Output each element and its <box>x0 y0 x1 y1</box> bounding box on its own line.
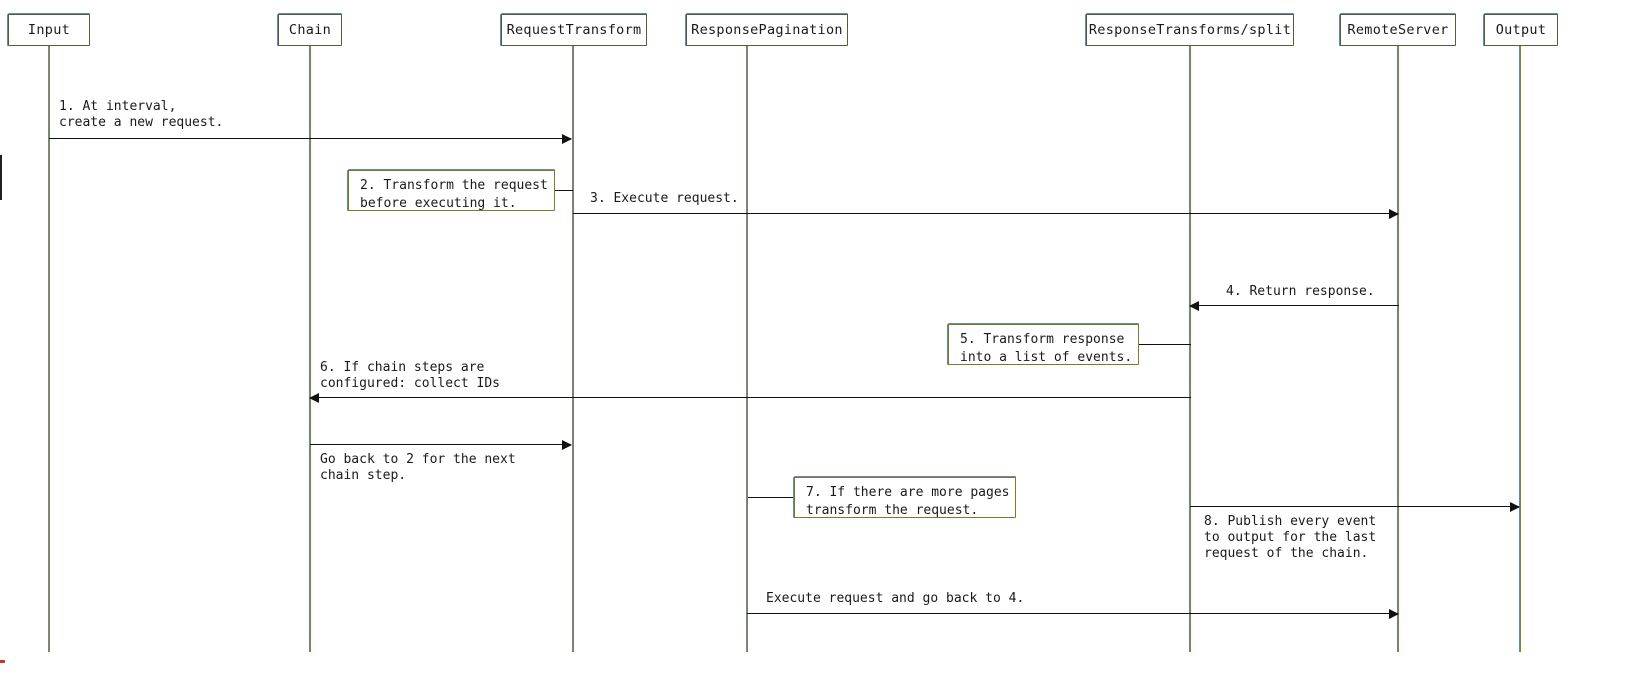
note-connector-5 <box>1139 344 1191 346</box>
message-arrow-go-back <box>310 439 572 450</box>
participant-label: RequestTransform <box>506 22 642 38</box>
lifeline-output <box>1519 46 1521 652</box>
participant-label: ResponseTransforms/split <box>1088 22 1292 38</box>
note-text: 7. If there are more pages transform the… <box>806 485 1010 518</box>
participant-label: Output <box>1495 22 1547 38</box>
lifeline-request-transform <box>572 46 574 652</box>
participant-response-transforms[interactable]: ResponseTransforms/split <box>1086 14 1294 46</box>
message-label-go-back: Go back to 2 for the next chain step. <box>320 452 516 483</box>
lifeline-remote-server <box>1397 46 1399 652</box>
arrowhead-right-icon <box>562 439 572 450</box>
note-box-5: 5. Transform response into a list of eve… <box>948 324 1139 365</box>
message-label-8: 8. Publish every event to output for the… <box>1204 514 1377 561</box>
participant-label: Input <box>27 22 71 38</box>
participant-label: RemoteServer <box>1347 22 1449 38</box>
participant-output[interactable]: Output <box>1484 14 1558 46</box>
note-box-2: 2. Transform the request before executin… <box>348 170 555 211</box>
note-box-7: 7. If there are more pages transform the… <box>794 477 1016 518</box>
left-edge-artifact-bottom <box>0 660 5 663</box>
lifeline-chain <box>309 46 311 652</box>
message-arrow-4 <box>1189 300 1399 311</box>
participant-input[interactable]: Input <box>8 14 90 46</box>
arrowhead-left-icon <box>1189 300 1199 311</box>
participant-response-pagination[interactable]: ResponsePagination <box>686 14 848 46</box>
participant-remote-server[interactable]: RemoteServer <box>1340 14 1456 46</box>
message-label-3: 3. Execute request. <box>590 191 739 206</box>
arrowhead-right-icon <box>1389 608 1399 619</box>
message-arrow-1 <box>49 133 572 144</box>
arrowhead-right-icon <box>1389 208 1399 219</box>
message-label-execute-again: Execute request and go back to 4. <box>766 591 1025 606</box>
note-connector-2 <box>555 190 573 192</box>
lifeline-response-pagination <box>746 46 748 652</box>
note-text: 2. Transform the request before executin… <box>360 178 548 211</box>
participant-chain[interactable]: Chain <box>278 14 342 46</box>
message-arrow-execute-again <box>747 608 1399 619</box>
message-arrow-8 <box>1190 501 1520 512</box>
arrowhead-left-icon <box>309 392 319 403</box>
note-text: 5. Transform response into a list of eve… <box>960 332 1133 365</box>
message-arrow-6 <box>309 392 1191 403</box>
lifeline-input <box>48 46 50 652</box>
lifeline-response-transforms <box>1189 46 1191 652</box>
arrowhead-right-icon <box>562 133 572 144</box>
participant-label: ResponsePagination <box>691 22 843 38</box>
note-connector-7 <box>748 497 794 499</box>
message-label-6: 6. If chain steps are configured: collec… <box>320 360 501 391</box>
participant-request-transform[interactable]: RequestTransform <box>501 14 647 46</box>
participant-label: Chain <box>288 22 332 38</box>
message-arrow-3 <box>573 208 1399 219</box>
arrowhead-right-icon <box>1510 501 1520 512</box>
message-label-4: 4. Return response. <box>1226 284 1375 299</box>
left-edge-artifact-top <box>0 155 2 200</box>
message-label-1: 1. At interval, create a new request. <box>59 99 224 130</box>
